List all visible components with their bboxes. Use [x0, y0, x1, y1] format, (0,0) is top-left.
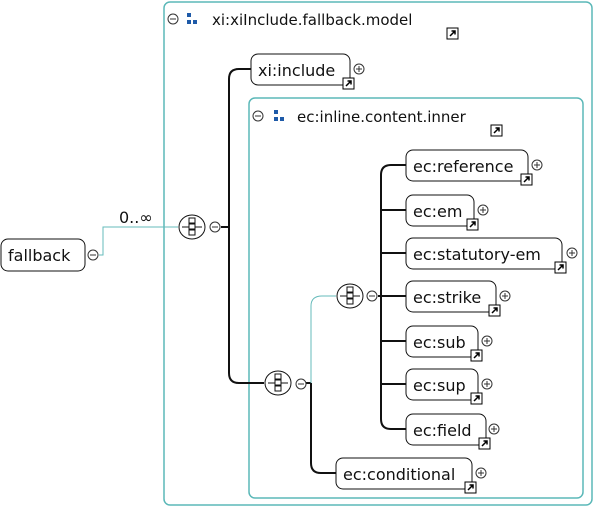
outer-group-title: xi:xiInclude.fallback.model — [212, 11, 412, 29]
node-label: ec:sup — [413, 376, 466, 395]
expand-icon[interactable] — [477, 204, 489, 216]
cardinality-label: 0..∞ — [119, 208, 153, 227]
inner-group-link-icon[interactable] — [490, 124, 503, 137]
expand-icon[interactable] — [531, 159, 543, 171]
expand-icon[interactable] — [566, 247, 578, 259]
outer-group-box — [163, 1, 593, 506]
expand-icon[interactable] — [488, 423, 500, 435]
node-ec-strike[interactable]: ec:strike — [405, 280, 497, 313]
connector-lines — [99, 68, 406, 474]
root-collapse-icon[interactable] — [87, 249, 99, 261]
model-group-icon — [187, 13, 197, 24]
link-icon[interactable] — [342, 77, 355, 90]
link-icon[interactable] — [520, 173, 533, 186]
inner-group-title: ec:inline.content.inner — [297, 108, 467, 126]
model-group-icon — [274, 110, 284, 121]
link-icon[interactable] — [464, 481, 477, 494]
node-ec-statutory-em[interactable]: ec:statutory-em — [405, 237, 563, 270]
inner-group-box — [248, 97, 584, 499]
node-label: ec:sub — [413, 333, 466, 352]
node-label: ec:em — [413, 202, 462, 221]
expand-icon[interactable] — [481, 335, 493, 347]
node-label: ec:conditional — [343, 465, 455, 484]
inner-group-collapse-icon[interactable] — [252, 110, 264, 122]
root-node-fallback[interactable]: fallback — [0, 238, 86, 272]
node-ec-em[interactable]: ec:em — [405, 194, 475, 227]
sequence-compositor-icon[interactable] — [264, 370, 292, 396]
node-ec-reference[interactable]: ec:reference — [405, 149, 529, 182]
node-ec-sup[interactable]: ec:sup — [405, 368, 479, 401]
expand-icon[interactable] — [475, 467, 487, 479]
choice-collapse-icon[interactable] — [366, 290, 378, 302]
node-label: xi:include — [258, 61, 335, 80]
link-icon[interactable] — [478, 437, 491, 450]
choice-compositor-icon[interactable] — [336, 283, 364, 309]
expand-icon[interactable] — [481, 378, 493, 390]
expand-icon[interactable] — [499, 290, 511, 302]
link-icon[interactable] — [488, 304, 501, 317]
node-ec-field[interactable]: ec:field — [405, 413, 487, 446]
sequence-collapse-icon[interactable] — [295, 378, 307, 390]
link-icon[interactable] — [554, 261, 567, 274]
root-node-label: fallback — [8, 246, 71, 265]
sequence-compositor-icon[interactable] — [178, 214, 206, 240]
node-label: ec:statutory-em — [413, 245, 541, 264]
node-ec-conditional[interactable]: ec:conditional — [335, 457, 473, 490]
outer-group-link-icon[interactable] — [446, 27, 459, 40]
node-label: ec:strike — [413, 288, 481, 307]
node-label: ec:reference — [413, 157, 513, 176]
node-xi-include[interactable]: xi:include — [250, 53, 351, 86]
link-icon[interactable] — [470, 392, 483, 405]
link-icon[interactable] — [470, 349, 483, 362]
node-label: ec:field — [413, 421, 472, 440]
sequence-collapse-icon[interactable] — [209, 221, 221, 233]
link-icon[interactable] — [466, 218, 479, 231]
expand-icon[interactable] — [353, 63, 365, 75]
outer-group-collapse-icon[interactable] — [167, 13, 179, 25]
node-ec-sub[interactable]: ec:sub — [405, 325, 479, 358]
